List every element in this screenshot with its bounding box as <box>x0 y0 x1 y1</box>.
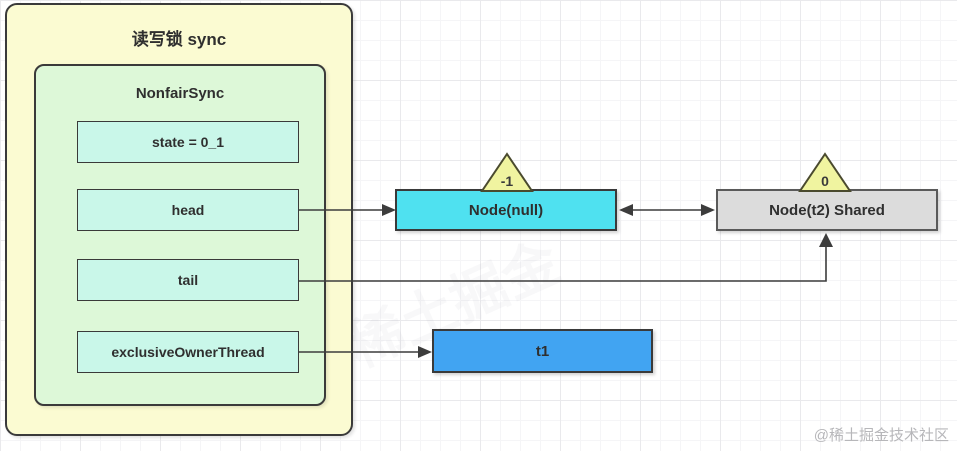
triangle-icon <box>798 152 852 192</box>
wait-status-badge-node-t2: 0 <box>798 152 852 192</box>
field-head: head <box>77 189 299 231</box>
wait-status-badge-node-null: -1 <box>480 152 534 192</box>
edge-tail-to-node-t2 <box>299 233 833 282</box>
nonfairsync-title: NonfairSync <box>135 84 225 102</box>
wait-status-value: 0 <box>821 173 829 189</box>
node-null-box: Node(null) <box>395 189 617 231</box>
field-state: state = 0_1 <box>77 121 299 163</box>
field-tail: tail <box>77 259 299 301</box>
edge-node-null-node-t2 <box>619 204 715 216</box>
field-exclusive-owner-thread: exclusiveOwnerThread <box>77 331 299 373</box>
sync-container-title: 读写锁 sync <box>131 29 227 49</box>
corner-watermark: @稀土掘金技术社区 <box>813 427 949 444</box>
thread-t1-box: t1 <box>432 329 653 373</box>
wait-status-value: -1 <box>501 173 514 189</box>
triangle-icon <box>480 152 534 192</box>
node-t2-shared-box: Node(t2) Shared <box>716 189 938 231</box>
